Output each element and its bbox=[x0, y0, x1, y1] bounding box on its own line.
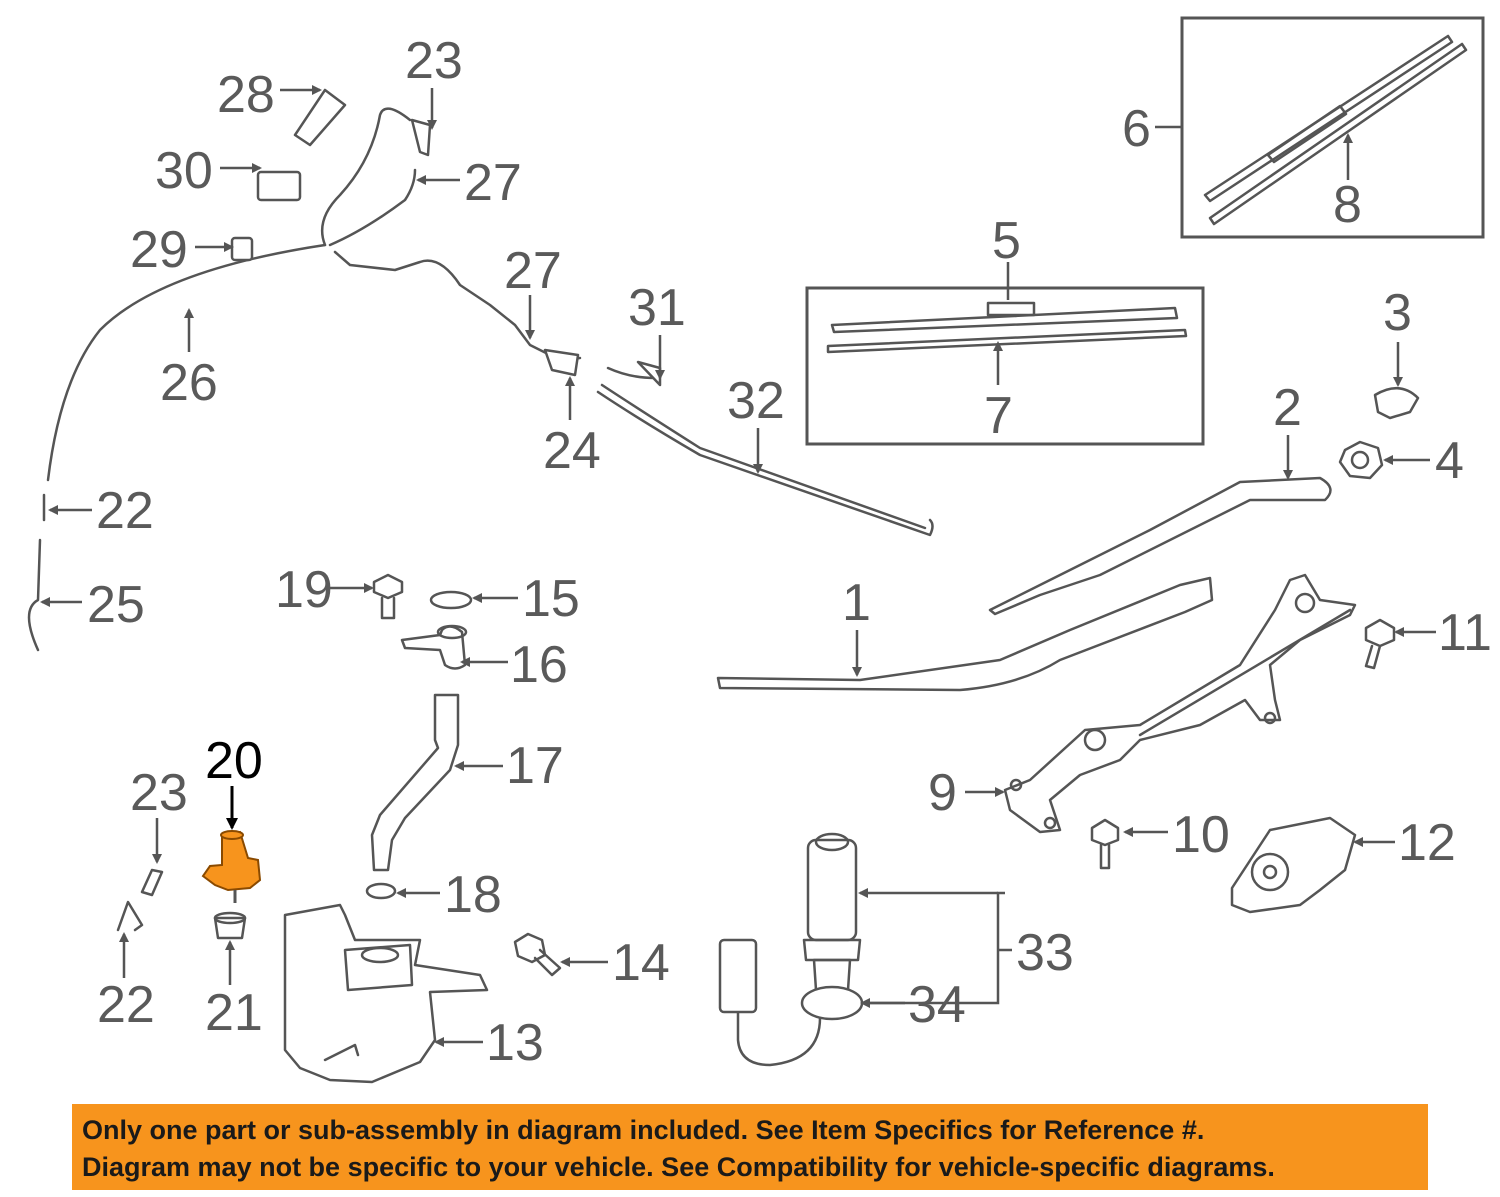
callout-20: 20 bbox=[205, 732, 263, 790]
wiper-linkage-9 bbox=[1003, 573, 1357, 834]
disclaimer-line-1: Only one part or sub-assembly in diagram… bbox=[82, 1115, 1205, 1145]
callout-27-upper: 27 bbox=[464, 154, 522, 212]
callout-4: 4 bbox=[1435, 432, 1464, 490]
callout-22-upper: 22 bbox=[96, 482, 154, 540]
callout-17: 17 bbox=[506, 737, 564, 795]
washer-reservoir-13 bbox=[283, 903, 489, 1084]
callout-34: 34 bbox=[908, 976, 966, 1034]
small-fittings bbox=[230, 88, 662, 387]
callout-12: 12 bbox=[1398, 814, 1456, 872]
callout-33: 33 bbox=[1016, 924, 1074, 982]
callout-19: 19 bbox=[275, 561, 333, 619]
bolt-19 bbox=[372, 573, 404, 620]
callout-27-middle: 27 bbox=[504, 242, 562, 300]
grommet-21 bbox=[213, 911, 247, 940]
pump-grommet-34 bbox=[800, 985, 864, 1021]
callout-11: 11 bbox=[1438, 604, 1492, 662]
callout-3: 3 bbox=[1383, 284, 1412, 342]
leader-lines bbox=[40, 85, 1436, 1047]
callout-10: 10 bbox=[1172, 806, 1230, 864]
callout-1: 1 bbox=[842, 574, 871, 632]
filler-bracket-16 bbox=[400, 624, 468, 670]
wiper-blade-6 bbox=[1203, 34, 1468, 226]
washer-hose-network bbox=[27, 107, 934, 652]
callout-21: 21 bbox=[205, 984, 263, 1042]
disclaimer-banner: Only one part or sub-assembly in diagram… bbox=[72, 1104, 1428, 1190]
callout-31: 31 bbox=[628, 279, 686, 337]
callout-22-lower: 22 bbox=[97, 976, 155, 1034]
callout-5: 5 bbox=[992, 212, 1021, 270]
hose-23-lower bbox=[140, 868, 164, 897]
callout-15: 15 bbox=[522, 570, 580, 628]
seal-ring-15 bbox=[429, 590, 473, 610]
washer-pump-assembly-33 bbox=[718, 832, 864, 1067]
wiper-arm-1 bbox=[716, 576, 1214, 692]
callout-26: 26 bbox=[160, 354, 218, 412]
callout-24: 24 bbox=[543, 422, 601, 480]
callout-7: 7 bbox=[984, 387, 1013, 445]
callout-29: 29 bbox=[130, 221, 188, 279]
callout-18: 18 bbox=[444, 866, 502, 924]
callout-28: 28 bbox=[217, 66, 275, 124]
cap-3 bbox=[1373, 387, 1420, 420]
callout-23-upper: 23 bbox=[405, 32, 463, 90]
callout-30: 30 bbox=[155, 142, 213, 200]
connector-22-lower bbox=[116, 900, 144, 932]
wiper-blade-5 bbox=[826, 301, 1188, 354]
blade-inset-box-small bbox=[805, 286, 1205, 446]
disclaimer-line-2: Diagram may not be specific to your vehi… bbox=[82, 1152, 1275, 1182]
callout-9: 9 bbox=[928, 764, 957, 822]
callout-13: 13 bbox=[486, 1014, 544, 1072]
grommet-18 bbox=[365, 882, 397, 900]
callout-16: 16 bbox=[510, 636, 568, 694]
callout-32: 32 bbox=[727, 372, 785, 430]
bolt-11 bbox=[1364, 618, 1396, 670]
callout-labels: 1 2 3 4 5 6 7 8 9 10 11 12 13 14 15 16 1… bbox=[87, 32, 1492, 1072]
callout-8: 8 bbox=[1333, 176, 1362, 234]
wiper-motor-12 bbox=[1230, 816, 1357, 914]
filler-neck-17 bbox=[370, 693, 460, 872]
callout-25: 25 bbox=[87, 576, 145, 634]
washer-pump-20-highlighted bbox=[201, 830, 262, 903]
wiper-arm-2 bbox=[988, 476, 1332, 616]
bolt-14 bbox=[513, 932, 562, 977]
nut-4 bbox=[1338, 440, 1384, 480]
bolt-10 bbox=[1090, 818, 1120, 870]
callout-14: 14 bbox=[612, 934, 670, 992]
callout-6: 6 bbox=[1122, 100, 1151, 158]
callout-23-lower: 23 bbox=[130, 764, 188, 822]
callout-2: 2 bbox=[1273, 379, 1302, 437]
